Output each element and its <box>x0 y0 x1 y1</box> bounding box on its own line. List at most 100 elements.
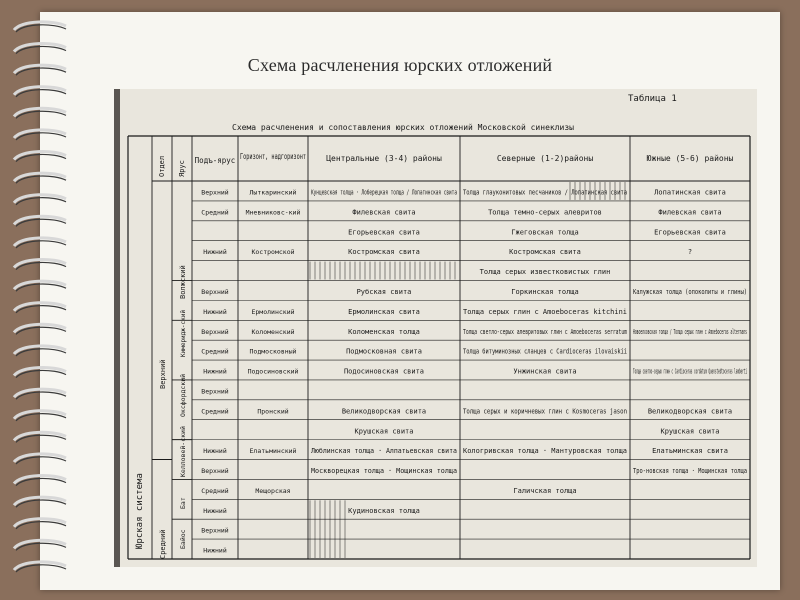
spiral-ring <box>12 193 67 204</box>
spiral-ring <box>12 236 67 248</box>
spiral-ring-shadow <box>15 434 67 443</box>
label-otdel-upper: Верхний <box>159 359 167 389</box>
spiral-ring-shadow <box>15 67 67 76</box>
cell-gor: Пронский <box>257 407 288 415</box>
label-yarus-volzh: Волжский <box>179 265 187 299</box>
spiral-ring-shadow <box>15 305 67 314</box>
label-yarus-bat: Бат <box>179 497 187 509</box>
cell-cen: Рубская свита <box>357 288 412 296</box>
cell-gor: Подмосковный <box>250 348 297 356</box>
cell-gor: Костромской <box>251 248 294 256</box>
spiral-ring-shadow <box>15 326 67 335</box>
spiral-ring-shadow <box>15 413 67 422</box>
header-podyarus: Подъ-ярус <box>195 156 236 165</box>
cell-cen: Филевская свита <box>352 208 415 216</box>
spiral-ring-shadow <box>15 477 67 487</box>
cell-pod: Средний <box>201 208 228 216</box>
scanned-table: Таблица 1 Схема расчленения и сопоставле… <box>114 89 757 567</box>
cell-nor: Толща серых глин с Amoeboceras kitchini <box>463 308 627 316</box>
cell-pod: Верхний <box>201 527 228 535</box>
cell-sou: Елатьминская свита <box>652 447 728 455</box>
label-sistema: Юрская система <box>135 473 145 549</box>
spiral-ring <box>12 387 67 399</box>
spiral-ring <box>12 279 67 291</box>
cell-cen: Подмосковная свита <box>346 348 422 356</box>
cell-pod: Нижний <box>203 507 227 515</box>
spiral-ring-shadow <box>15 391 67 400</box>
table-caption: Схема расчленения и сопоставления юрских… <box>232 123 574 132</box>
spiral-ring-shadow <box>15 175 67 184</box>
spiral-binding-icon <box>12 20 67 573</box>
spiral-ring <box>12 20 67 32</box>
spiral-ring <box>12 258 67 269</box>
spiral-ring <box>12 344 67 356</box>
spiral-ring <box>12 430 67 442</box>
cell-nor: Гжеговская толща <box>511 228 578 236</box>
cell-nor: Толща битуминозных сланцев с Cardioceras… <box>463 348 627 356</box>
spiral-ring-shadow <box>15 456 67 465</box>
spiral-ring <box>12 42 67 53</box>
cell-nor: Толща серых известковистых глин <box>480 268 611 276</box>
cell-sou: Новоелховская толща / Толща серых глин с… <box>633 328 747 336</box>
spiral-ring-shadow <box>15 89 67 98</box>
cell-sou: ? <box>688 248 692 256</box>
cell-sou: Калужская толща (опоколиты и глины) <box>633 288 747 296</box>
cell-gor: Мневниковс-кий <box>246 208 301 216</box>
slide-title: Схема расчленения юрских отложений <box>247 55 553 75</box>
spiral-ring <box>12 560 67 572</box>
cell-nor: Толща светло-серых алевритовых глин с Am… <box>463 328 627 336</box>
spiral-ring-shadow <box>15 564 67 573</box>
cell-pod: Верхний <box>201 467 228 475</box>
spiral-ring-shadow <box>15 240 67 249</box>
spiral-ring-shadow <box>15 24 67 33</box>
cell-nor: Кологривская толща · Мантуровская толща <box>463 447 627 455</box>
cell-pod: Нижний <box>203 368 227 376</box>
header-south: Южные (5-6) районы <box>647 154 734 163</box>
cell-pod: Верхний <box>201 189 228 197</box>
spiral-ring <box>12 409 67 420</box>
cell-pod: Верхний <box>201 288 228 296</box>
label-otdel-middle: Средний <box>159 529 167 559</box>
cell-nor: Толща серых и коричневых глин с Kosmocer… <box>463 407 627 415</box>
cell-sou: Великодворская свита <box>648 407 732 415</box>
cell-pod: Нижний <box>203 547 227 555</box>
cell-cen: Крушская свита <box>354 427 413 435</box>
cell-pod: Средний <box>201 348 228 356</box>
spiral-ring <box>12 301 67 312</box>
cell-cen: Великодворская свита <box>342 407 426 415</box>
cell-cen: Кудиновская толща <box>348 507 420 515</box>
cell-pod: Средний <box>201 487 228 495</box>
cell-cen: Москворецкая толща · Мощинская толща <box>311 467 457 475</box>
cell-sou: Тро-новская толща · Мощинская толща <box>633 467 747 475</box>
cell-cen: Коломенская толща <box>348 328 420 336</box>
cell-nor: Горкинская толща <box>511 288 578 296</box>
cell-sou: Филевская свита <box>658 208 721 216</box>
label-yarus-oksf: Оксфордский <box>179 374 187 417</box>
spiral-ring-shadow <box>15 283 67 292</box>
cell-pod: Верхний <box>201 387 228 395</box>
spiral-ring <box>12 322 67 334</box>
header-yarus: Ярус <box>178 160 186 177</box>
spiral-ring-shadow <box>15 542 67 551</box>
label-yarus-kimer: Кимеридж-ский <box>180 310 187 357</box>
cell-pod: Средний <box>201 407 228 415</box>
header-central: Центральные (3-4) районы <box>326 154 442 163</box>
spiral-ring <box>12 214 67 226</box>
spiral-ring <box>12 171 67 183</box>
spiral-ring <box>12 474 67 485</box>
spiral-ring <box>12 452 67 464</box>
cell-pod: Нижний <box>203 248 227 256</box>
cell-pod: Верхний <box>201 328 228 336</box>
spiral-ring <box>12 128 67 140</box>
cell-pod: Нижний <box>203 308 227 316</box>
spiral-ring-shadow <box>15 197 67 206</box>
cell-cen: Подосиновская свита <box>344 368 424 376</box>
cell-cen: Кунцевская толща · Лоберецкая толща / Ло… <box>311 189 457 197</box>
spiral-ring-shadow <box>15 348 67 357</box>
cell-gor: Лыткаринский <box>250 189 297 197</box>
cell-nor: Костромская свита <box>509 248 581 256</box>
spiral-ring <box>12 106 67 118</box>
cell-sou: Лопатинская свита <box>654 189 726 197</box>
spiral-ring <box>12 366 67 377</box>
cell-sou: Егорьевская свита <box>654 228 726 236</box>
